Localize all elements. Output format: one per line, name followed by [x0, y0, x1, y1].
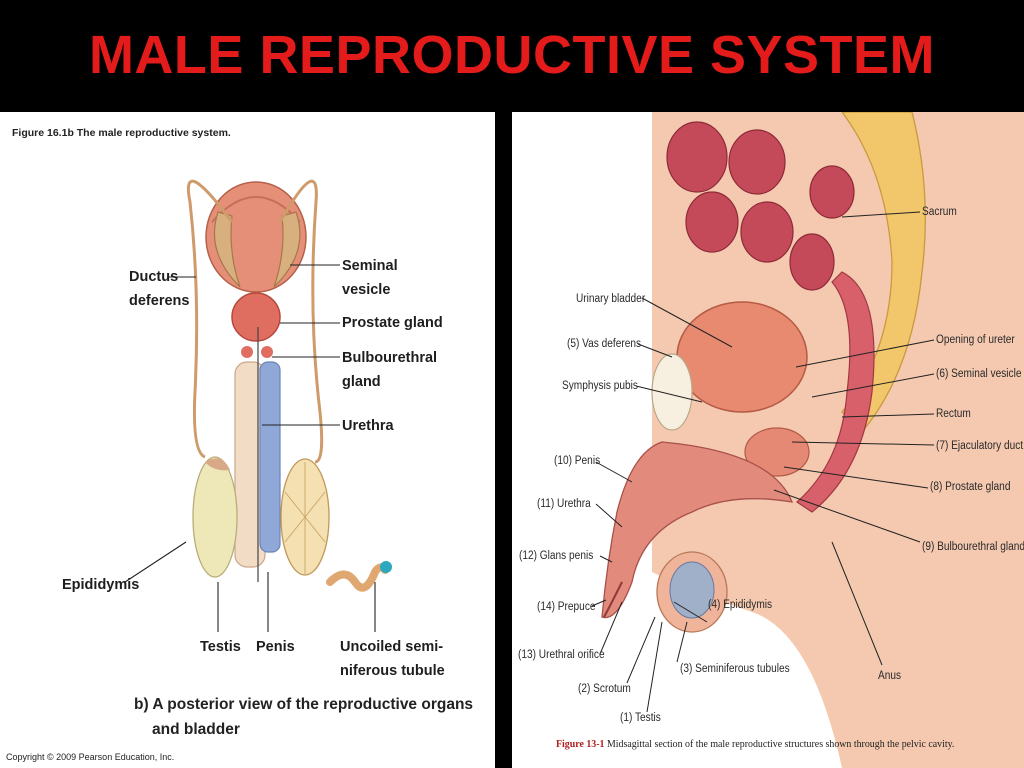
- label-uncoiled-line2: niferous tubule: [340, 663, 445, 679]
- caption-prefix: Figure 13-1: [556, 738, 605, 750]
- intestines-shapes: [666, 121, 855, 291]
- copyright-text: Copyright © 2009 Pearson Education, Inc.: [6, 752, 175, 762]
- label-opening-ureter: Opening of ureter: [936, 334, 1015, 346]
- subcaption-line2: and bladder: [152, 721, 240, 738]
- subcaption-line1: b) A posterior view of the reproductive …: [134, 696, 474, 713]
- label-seminal-line1: Seminal: [342, 258, 398, 274]
- label-bulbo-line1: Bulbourethral: [342, 350, 438, 366]
- slide-title: MALE REPRODUCTIVE SYSTEM: [88, 25, 936, 85]
- caption-text: Midsagittal section of the male reproduc…: [606, 738, 955, 750]
- right-seminal-vesicle-shape: [273, 211, 301, 288]
- midsagittal-section-figure: Sacrum Urinary bladder (5) Vas deferens …: [512, 112, 1024, 768]
- label-urethral-orifice: (13) Urethral orifice: [518, 649, 605, 661]
- label-scrotum: (2) Scrotum: [578, 683, 631, 695]
- label-penis: Penis: [256, 639, 295, 655]
- label-seminal-line2: vesicle: [342, 282, 391, 298]
- label-ductus-line2: deferens: [129, 293, 190, 309]
- right-ductus-path: [278, 179, 324, 464]
- label-anus: Anus: [878, 670, 902, 682]
- label-penis: (10) Penis: [554, 455, 601, 467]
- bladder-shape: [676, 301, 808, 413]
- testis-shape: [192, 456, 238, 578]
- label-sacrum: Sacrum: [922, 206, 957, 218]
- midsagittal-illustration: [591, 112, 1024, 768]
- label-urinary-bladder: Urinary bladder: [576, 293, 646, 305]
- label-bulbo-line2: gland: [342, 374, 381, 390]
- label-epididymis: (4) Epididymis: [708, 599, 773, 611]
- label-rectum: Rectum: [936, 408, 971, 420]
- label-seminiferous-tubules: (3) Seminiferous tubules: [680, 663, 790, 675]
- label-seminal-vesicle: (6) Seminal vesicle: [936, 368, 1022, 380]
- label-prostate: Prostate gland: [342, 315, 443, 331]
- label-prostate-gland: (8) Prostate gland: [930, 481, 1011, 493]
- label-urethra: Urethra: [342, 418, 394, 434]
- label-bulbourethral-gland: (9) Bulbourethral gland: [922, 541, 1024, 553]
- posterior-view-illustration: [124, 179, 392, 632]
- label-uncoiled-line1: Uncoiled semi-: [340, 639, 444, 655]
- label-vas-deferens: (5) Vas deferens: [567, 338, 642, 350]
- penis-shape: [601, 441, 794, 619]
- posterior-view-figure: Figure 16.1b The male reproductive syste…: [0, 112, 495, 768]
- label-testis: Testis: [200, 639, 241, 655]
- figure-caption-bottom: Figure 13-1 Midsagittal section of the m…: [556, 738, 954, 750]
- label-epididymis: Epididymis: [62, 577, 140, 593]
- label-urethra: (11) Urethra: [537, 498, 591, 510]
- label-ejaculatory-duct: (7) Ejaculatory duct: [936, 440, 1024, 452]
- label-testis: (1) Testis: [620, 712, 661, 724]
- rectum-shape: [796, 271, 875, 513]
- title-bar: MALE REPRODUCTIVE SYSTEM: [0, 0, 1024, 110]
- prostate-shape: [231, 292, 281, 342]
- label-prepuce: (14) Prepuce: [537, 601, 596, 613]
- figure-caption-top: Figure 16.1b The male reproductive syste…: [12, 127, 231, 139]
- left-seminal-vesicle-shape: [213, 211, 241, 288]
- label-ductus-line1: Ductus: [129, 269, 179, 285]
- label-symphysis-pubis: Symphysis pubis: [562, 380, 638, 392]
- label-glans-penis: (12) Glans penis: [519, 550, 594, 562]
- left-ductus-path: [186, 179, 234, 459]
